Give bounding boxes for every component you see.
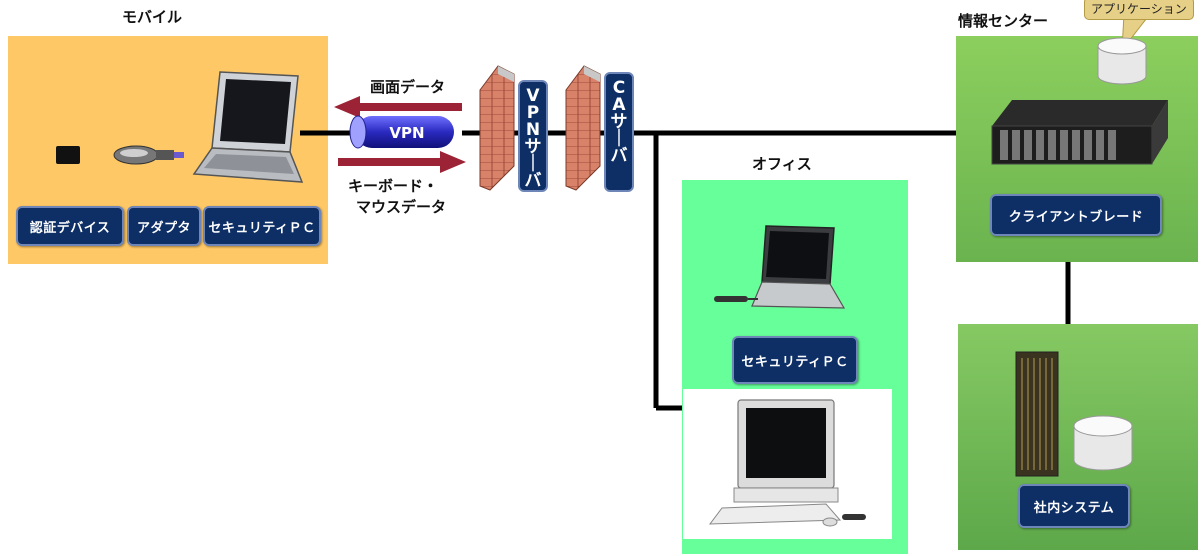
ca-server-char: バ (610, 146, 628, 166)
input-data-label-1: キーボード・ (348, 177, 439, 195)
mobile-laptop-icon (192, 71, 304, 183)
ca-server-char: A (612, 95, 626, 115)
internal-system-label: 社内システム (1018, 484, 1130, 528)
firewall-1-icon (479, 65, 515, 191)
ca-server-char: C (612, 78, 626, 98)
input-data-label-2: マウスデータ (356, 198, 447, 216)
ca-server-label: C A サ ｜ バ (604, 72, 634, 192)
vpn-server-char: バ (524, 171, 542, 191)
datacenter-title: 情報センター (958, 12, 1049, 30)
client-blade-label: クライアントブレード (990, 194, 1162, 236)
ca-server-char: サ (610, 112, 628, 132)
screen-data-label: 画面データ (370, 78, 446, 96)
vpn-server-char: V (526, 86, 540, 106)
office-title: オフィス (752, 155, 812, 173)
application-storage-icon (1097, 37, 1147, 85)
vpn-server-label: V P N サ ｜ バ (518, 80, 548, 192)
vpn-server-char: N (525, 120, 541, 140)
adapter-icon (113, 145, 184, 165)
office-security-pc-label: セキュリティＰＣ (732, 336, 858, 384)
mobile-title: モバイル (122, 8, 183, 26)
vpn-tunnel (349, 115, 454, 149)
application-callout: アプリケーション (1084, 0, 1194, 20)
vpn-label: VPN (389, 124, 425, 142)
ca-server-char: ｜ (610, 129, 628, 149)
office-laptop-icon (714, 225, 846, 309)
mainframe-icon (1015, 351, 1059, 477)
database-storage-icon (1073, 415, 1133, 471)
auth-device-label: 認証デバイス (16, 206, 124, 246)
firewall-2-icon (565, 65, 601, 191)
vpn-server-char: P (526, 103, 540, 123)
vpn-server-char: ｜ (524, 154, 542, 174)
auth-device-icon (56, 146, 80, 164)
blade-server-icon (991, 100, 1168, 165)
office-desktop-icon (708, 399, 866, 527)
vpn-server-char: サ (524, 137, 542, 157)
input-data-arrow (338, 151, 466, 173)
mobile-security-pc-label: セキュリティＰＣ (203, 206, 321, 246)
screen-data-arrow (334, 96, 462, 118)
adapter-label: アダプタ (127, 206, 201, 246)
